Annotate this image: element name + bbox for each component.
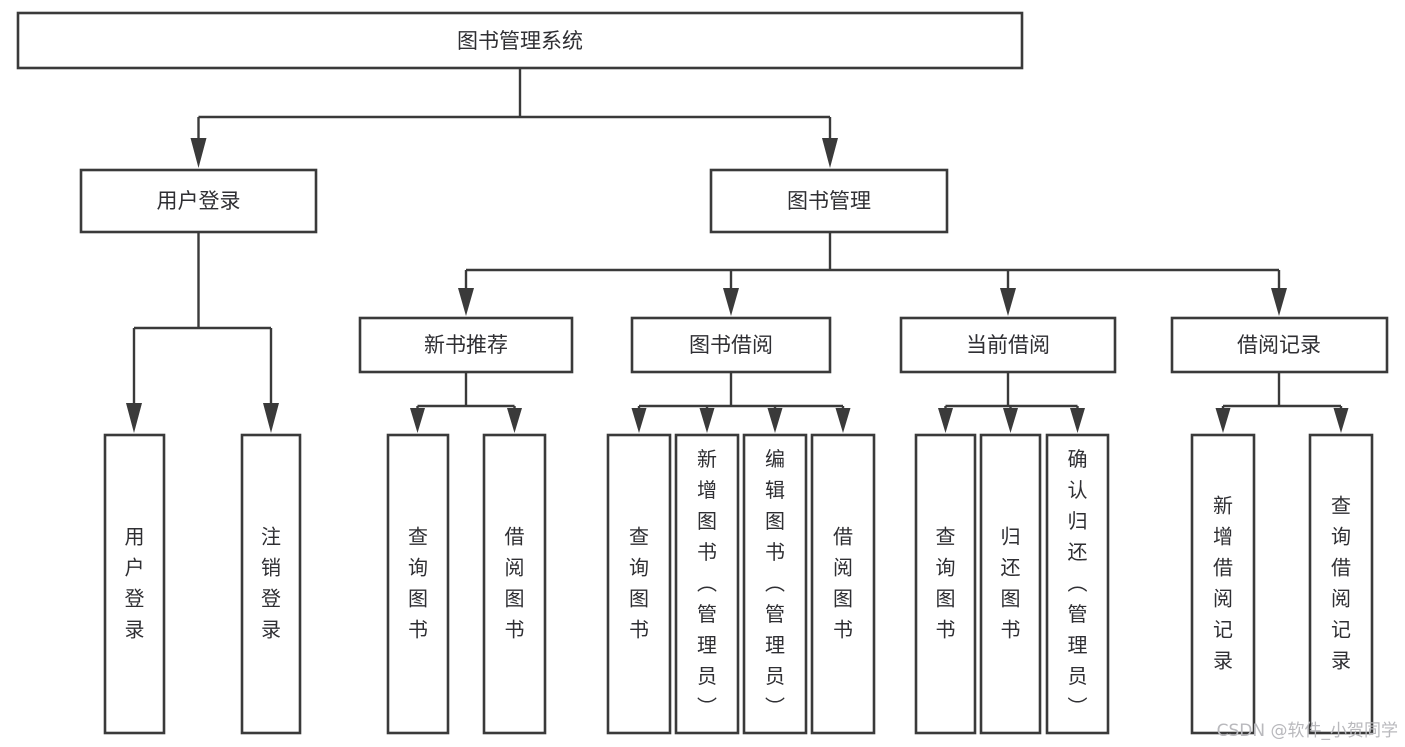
- leaf-query-borrow-record-label: 查询借阅记录: [1331, 493, 1351, 672]
- arrow-recommend-leaf-2: [507, 408, 522, 433]
- arrow-bm-to-book-borrow: [723, 288, 739, 316]
- node-user-login[interactable]: 用户登录: [79, 168, 318, 234]
- node-leaf-user-login[interactable]: 用户登录: [103, 433, 166, 735]
- arrow-borrow-leaf-1: [631, 408, 647, 433]
- leaf-query-book-recommend-box[interactable]: [386, 433, 450, 735]
- node-leaf-query-book-current[interactable]: 查询图书: [914, 433, 977, 735]
- arrow-root-to-user-login: [190, 138, 207, 168]
- arrow-current-leaf-3: [1070, 408, 1085, 433]
- borrow-record-box[interactable]: [1170, 316, 1389, 374]
- leaf-add-borrow-record-box[interactable]: [1190, 433, 1256, 735]
- node-leaf-return-book[interactable]: 归还图书: [979, 433, 1042, 735]
- leaf-confirm-return-admin-label: 确认归还︵管理员︶: [1068, 447, 1088, 719]
- root-box[interactable]: [16, 11, 1024, 70]
- node-leaf-add-book-admin[interactable]: 新增图书︵管理员︶: [674, 433, 740, 735]
- arrow-recommend-leaf-1: [410, 408, 425, 433]
- leaf-confirm-return-admin-box[interactable]: [1045, 433, 1110, 735]
- node-borrow-record[interactable]: 借阅记录: [1170, 316, 1389, 374]
- leaf-query-book-recommend-label: 查询图书: [408, 524, 428, 641]
- leaf-edit-book-admin-box[interactable]: [742, 433, 808, 735]
- node-leaf-query-book-recommend[interactable]: 查询图书: [386, 433, 450, 735]
- node-current-borrow[interactable]: 当前借阅: [899, 316, 1117, 374]
- leaf-borrow-book-label: 借阅图书: [833, 524, 853, 641]
- book-borrow-box[interactable]: [630, 316, 832, 374]
- root-label: 图书管理系统: [457, 29, 583, 53]
- leaf-user-logout-box[interactable]: [240, 433, 302, 735]
- node-leaf-borrow-book-recommend[interactable]: 借阅图书: [482, 433, 547, 735]
- arrow-record-leaf-1: [1215, 408, 1231, 433]
- user-login-label: 用户登录: [157, 189, 241, 213]
- leaf-borrow-book-recommend-box[interactable]: [482, 433, 547, 735]
- arrow-user-login-leaf-1: [126, 403, 142, 433]
- current-borrow-label: 当前借阅: [966, 333, 1050, 357]
- arrow-borrow-leaf-4: [835, 408, 851, 433]
- arrow-current-leaf-1: [938, 408, 953, 433]
- leaf-add-borrow-record-label: 新增借阅记录: [1213, 493, 1233, 672]
- arrow-current-leaf-2: [1003, 408, 1018, 433]
- leaf-query-book-borrow-box[interactable]: [606, 433, 672, 735]
- book-management-label: 图书管理: [787, 189, 871, 213]
- arrow-bm-to-new-book-recommend: [458, 288, 474, 316]
- leaf-borrow-book-box[interactable]: [810, 433, 876, 735]
- csdn-watermark: CSDN @软件_小贺同学: [1217, 721, 1398, 741]
- node-root[interactable]: 图书管理系统: [16, 11, 1024, 70]
- node-book-borrow[interactable]: 图书借阅: [630, 316, 832, 374]
- leaf-query-book-current-label: 查询图书: [936, 524, 956, 641]
- leaf-add-book-admin-label: 新增图书︵管理员︶: [697, 447, 717, 719]
- leaf-borrow-book-recommend-label: 借阅图书: [505, 524, 525, 641]
- leaf-user-login-label: 用户登录: [125, 524, 145, 641]
- leaf-query-borrow-record-box[interactable]: [1308, 433, 1374, 735]
- leaf-query-book-borrow-label: 查询图书: [629, 524, 649, 641]
- node-leaf-edit-book-admin[interactable]: 编辑图书︵管理员︶: [742, 433, 808, 735]
- arrow-user-login-leaf-2: [263, 403, 279, 433]
- leaf-user-login-box[interactable]: [103, 433, 166, 735]
- node-book-management[interactable]: 图书管理: [709, 168, 949, 234]
- arrow-record-leaf-2: [1333, 408, 1349, 433]
- node-leaf-borrow-book[interactable]: 借阅图书: [810, 433, 876, 735]
- leaf-edit-book-admin-label: 编辑图书︵管理员︶: [765, 447, 785, 719]
- arrow-bm-to-borrow-record: [1271, 288, 1287, 316]
- current-borrow-box[interactable]: [899, 316, 1117, 374]
- node-leaf-user-logout[interactable]: 注销登录: [240, 433, 302, 735]
- node-leaf-query-book-borrow[interactable]: 查询图书: [606, 433, 672, 735]
- user-login-box[interactable]: [79, 168, 318, 234]
- borrow-record-label: 借阅记录: [1237, 333, 1321, 357]
- leaf-query-book-current-box[interactable]: [914, 433, 977, 735]
- leaf-user-logout-label: 注销登录: [261, 524, 281, 641]
- leaf-return-book-label: 归还图书: [1001, 524, 1021, 641]
- leaf-add-book-admin-box[interactable]: [674, 433, 740, 735]
- leaf-return-book-box[interactable]: [979, 433, 1042, 735]
- new-book-recommend-label: 新书推荐: [424, 333, 508, 357]
- node-leaf-query-borrow-record[interactable]: 查询借阅记录: [1308, 433, 1374, 735]
- node-leaf-confirm-return-admin[interactable]: 确认归还︵管理员︶: [1045, 433, 1110, 735]
- connector-layer: [126, 68, 1349, 433]
- leaf-layer: 用户登录 注销登录 查询图书 借阅图书 查询图书 新增图书︵管理员︶ 编辑图书︵管理员︶ 借阅…: [103, 433, 1374, 735]
- node-new-book-recommend[interactable]: 新书推荐: [358, 316, 574, 374]
- arrow-root-to-book-management: [822, 138, 838, 168]
- arrow-bm-to-current-borrow: [1000, 288, 1016, 316]
- arrow-borrow-leaf-3: [767, 408, 783, 433]
- new-book-recommend-box[interactable]: [358, 316, 574, 374]
- arrow-borrow-leaf-2: [699, 408, 715, 433]
- book-management-box[interactable]: [709, 168, 949, 234]
- book-borrow-label: 图书借阅: [689, 333, 773, 357]
- node-leaf-add-borrow-record[interactable]: 新增借阅记录: [1190, 433, 1256, 735]
